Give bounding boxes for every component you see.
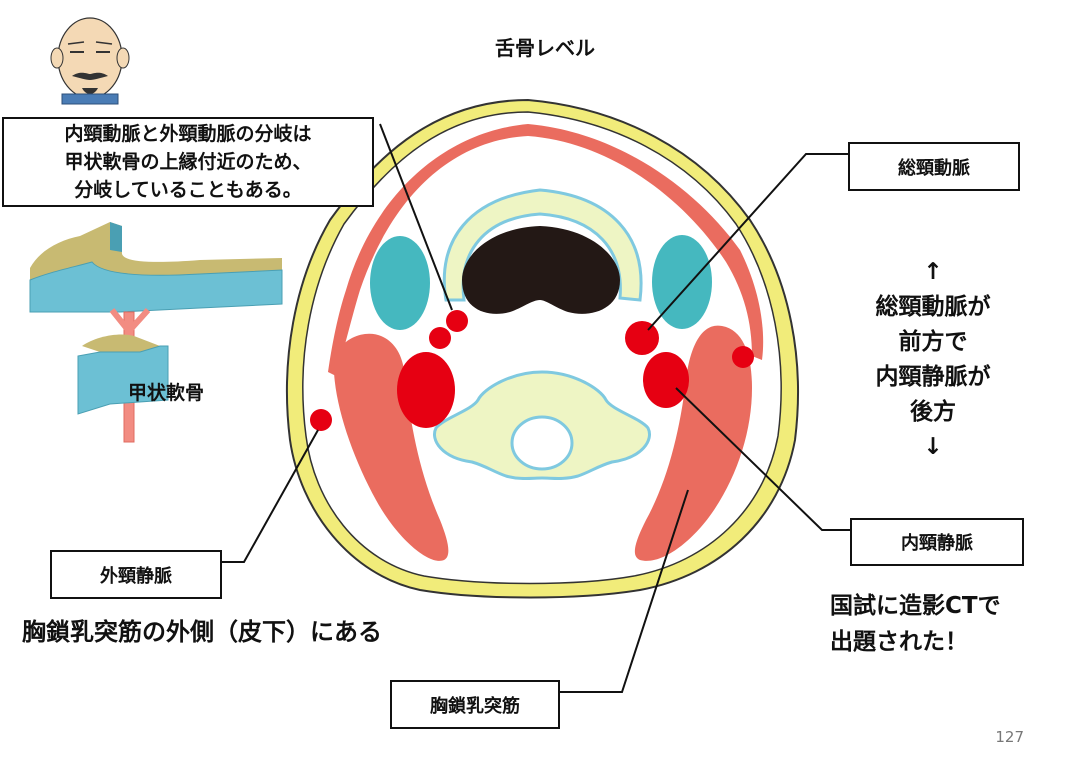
platysma-muscle <box>346 124 764 360</box>
external-jugular-label: 外頸静脈 <box>50 550 222 599</box>
ct-exam-note: 国試に造影CTで 出題された！ <box>830 588 1001 660</box>
spinal-canal <box>510 415 574 471</box>
avatar-right-ear <box>116 47 130 69</box>
side-line-2: 前方で <box>898 329 968 355</box>
sternocleidomastoid-label: 胸鎖乳突筋 <box>390 680 560 729</box>
carotid-branch-illustration <box>109 307 151 333</box>
thyroid-cartilage-label: 甲状軟骨 <box>128 382 205 404</box>
avatar-head <box>57 17 123 99</box>
right-teal-structure <box>652 235 712 329</box>
left-sternocleidomastoid <box>334 333 449 561</box>
right-external-jugular-vein <box>732 346 754 368</box>
avatar-mustache <box>72 72 108 80</box>
ct-exam-line-1: 国試に造影CTで <box>830 593 1001 619</box>
doctor-avatar <box>50 17 130 105</box>
bifurcation-note-line-1: 内頸動脈と外頸動脈の分岐は <box>64 123 312 145</box>
hyoid-3d-top <box>30 222 282 280</box>
left-internal-jugular-vein <box>397 352 455 428</box>
thyroid-cartilage-illustration <box>29 222 283 443</box>
thyroid-3d-top <box>82 334 160 352</box>
side-line-3: 内頸静脈が <box>875 364 991 390</box>
leader-common-carotid <box>647 153 848 331</box>
leader-internal-jugular <box>675 387 850 531</box>
thyroid-3d-body <box>77 345 169 415</box>
internal-jugular-label: 内頸静脈 <box>850 518 1024 566</box>
hyoid-3d-body <box>29 261 283 313</box>
bifurcation-note-box: 内頸動脈と外頸動脈の分岐は 甲状軟骨の上縁付近のため、 分岐していることもある。 <box>2 117 374 207</box>
bifurcation-note-line-2: 甲状軟骨の上縁付近のため、 <box>64 151 312 173</box>
page-number: 127 <box>995 728 1024 746</box>
left-teal-structure <box>370 236 430 330</box>
side-line-1: 総頸動脈が <box>875 294 991 320</box>
slide-title: 舌骨レベル <box>495 36 595 60</box>
platysma-left-lower <box>328 290 360 376</box>
arrow-down-icon: ↓ <box>923 434 943 460</box>
avatar-left-ear <box>50 47 64 69</box>
ejv-position-note: 胸鎖乳突筋の外側（皮下）にある <box>22 618 382 646</box>
neck-cross-section <box>285 98 799 599</box>
bifurcation-note-line-3: 分岐していることもある。 <box>74 179 302 201</box>
subcutaneous-layer <box>302 111 782 585</box>
avatar-collar <box>61 93 119 105</box>
right-sternocleidomastoid <box>634 325 752 561</box>
left-external-jugular-vein <box>310 409 332 431</box>
common-carotid-label: 総頸動脈 <box>848 142 1020 191</box>
left-internal-carotid <box>446 310 468 332</box>
avatar-brows <box>67 41 113 45</box>
hyoid-3d-side <box>110 222 122 252</box>
left-external-carotid <box>429 327 451 349</box>
ct-exam-line-2: 出題された！ <box>830 629 968 655</box>
side-line-4: 後方 <box>910 399 956 425</box>
leader-external-jugular <box>222 429 319 563</box>
right-internal-jugular-vein <box>643 352 689 408</box>
airway <box>462 226 620 314</box>
hyoid-arch <box>442 188 643 302</box>
right-common-carotid <box>625 321 659 355</box>
leader-bifurcation <box>379 123 453 311</box>
arrow-up-icon: ↑ <box>923 259 943 285</box>
position-explanation: ↑ 総頸動脈が 前方で 内頸静脈が 後方 ↓ <box>840 255 1026 465</box>
avatar-beard <box>82 88 98 94</box>
leader-lines <box>222 123 850 693</box>
leader-sternocleidomastoid <box>560 489 689 693</box>
